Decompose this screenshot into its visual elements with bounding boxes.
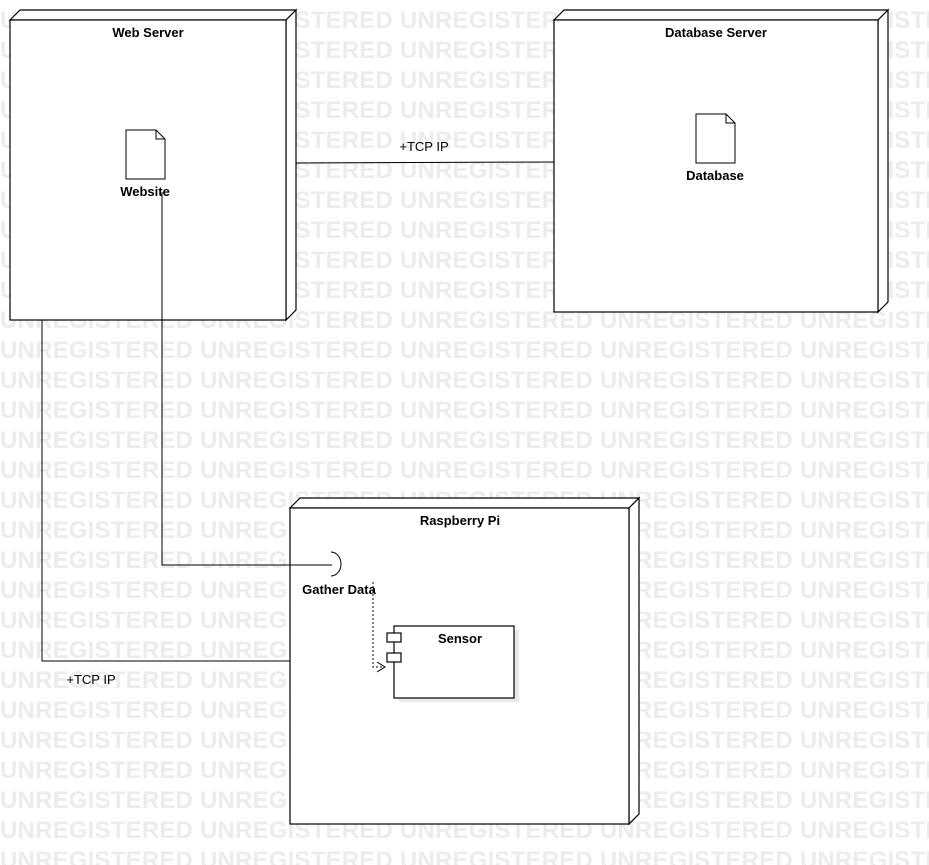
web-pi-connection-label: +TCP IP xyxy=(66,672,115,687)
database-artifact[interactable]: Database xyxy=(686,113,744,183)
database-server-node[interactable]: Database Server xyxy=(552,8,890,314)
sensor-label: Sensor xyxy=(438,631,482,646)
sensor-component[interactable]: Sensor xyxy=(386,625,519,702)
raspberry-pi-title: Raspberry Pi xyxy=(420,513,500,528)
database-label: Database xyxy=(686,168,744,183)
web-db-connection-label: +TCP IP xyxy=(399,139,448,154)
gather-data-label: Gather Data xyxy=(302,582,376,597)
web-server-title: Web Server xyxy=(112,25,183,40)
gather-data-interface[interactable]: Gather Data xyxy=(302,551,377,597)
interface-sensor-dependency[interactable] xyxy=(372,582,386,673)
website-artifact[interactable]: Website xyxy=(120,129,170,199)
website-label: Website xyxy=(120,184,170,199)
web-db-connection[interactable]: +TCP IP xyxy=(295,139,555,164)
database-server-title: Database Server xyxy=(665,25,767,40)
web-pi-connection[interactable]: +TCP IP xyxy=(41,320,290,687)
website-gather-data-dependency[interactable] xyxy=(161,192,332,566)
